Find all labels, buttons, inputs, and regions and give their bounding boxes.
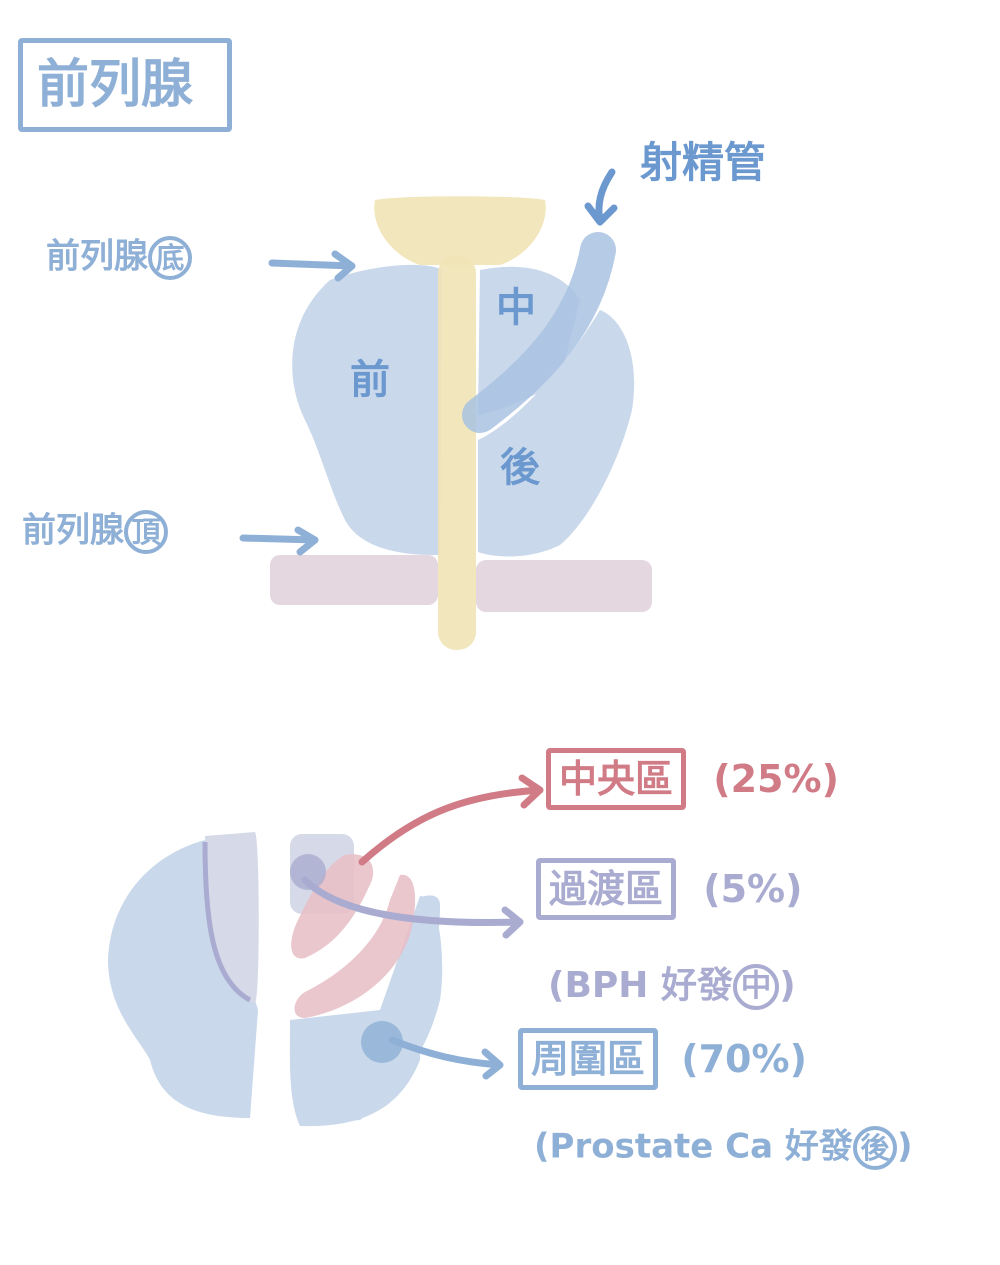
base-label-text: 前列腺 xyxy=(46,236,148,277)
peripheral-zone-note: (Prostate Ca 好發後) xyxy=(534,1126,913,1171)
peripheral-zone-label: 周圍區 (70%) xyxy=(518,1028,807,1090)
peripheral-zone-name: 周圍區 xyxy=(518,1028,659,1090)
apex-label: 前列腺頂 xyxy=(22,510,169,555)
apex-circled: 頂 xyxy=(124,510,169,555)
urethra xyxy=(438,255,476,650)
sphincter-right xyxy=(476,560,652,612)
peripheral-note-close: ) xyxy=(897,1126,913,1167)
apex-label-text: 前列腺 xyxy=(22,510,124,551)
duct-arrow xyxy=(584,168,618,226)
transition-zone-name: 過渡區 xyxy=(536,858,677,920)
posterior-lobe-label: 後 xyxy=(500,445,540,491)
peripheral-note-text: (Prostate Ca 好發 xyxy=(534,1126,853,1167)
peripheral-marker xyxy=(361,1021,403,1063)
ejaculatory-duct-label: 射精管 xyxy=(640,138,767,187)
base-label: 前列腺底 xyxy=(46,236,193,281)
central-zone-outer xyxy=(294,874,416,1018)
transition-note-text: (BPH 好發 xyxy=(548,965,733,1007)
central-zone-name: 中央區 xyxy=(546,748,687,810)
sagittal-view xyxy=(239,168,652,650)
left-boundary xyxy=(202,841,252,1003)
central-arrow xyxy=(358,774,544,866)
bladder-neck xyxy=(374,196,546,265)
apex-arrow xyxy=(239,526,319,556)
anterior-lobe-label: 前 xyxy=(350,357,390,403)
central-zone-percent: (25%) xyxy=(713,757,839,801)
title-text: 前列腺 xyxy=(37,55,194,115)
central-zone-label: 中央區 (25%) xyxy=(546,748,839,810)
transition-zone-label: 過渡區 (5%) xyxy=(536,858,803,920)
middle-lobe-label: 中 xyxy=(496,285,536,331)
peripheral-arrow xyxy=(388,1036,504,1080)
anterior-lobe xyxy=(292,264,442,556)
peripheral-zone-percent: (70%) xyxy=(681,1037,807,1081)
base-arrow xyxy=(268,250,356,282)
zonal-view xyxy=(108,774,544,1127)
transition-marker xyxy=(290,854,326,890)
transition-zone-note: (BPH 好發中) xyxy=(548,964,796,1011)
transition-note-circled: 中 xyxy=(732,964,780,1011)
posterior-lobe xyxy=(478,310,635,557)
right-peripheral-outer xyxy=(290,895,443,1126)
peripheral-note-circled: 後 xyxy=(852,1126,898,1171)
page-title: 前列腺 xyxy=(18,38,232,132)
transition-zone-percent: (5%) xyxy=(703,867,803,911)
transition-note-close: ) xyxy=(779,965,796,1007)
central-zone-inner xyxy=(291,854,374,959)
base-circled: 底 xyxy=(148,236,193,281)
sphincter-left xyxy=(270,555,438,605)
ejaculatory-duct xyxy=(462,232,616,433)
transition-arrow xyxy=(301,876,524,939)
